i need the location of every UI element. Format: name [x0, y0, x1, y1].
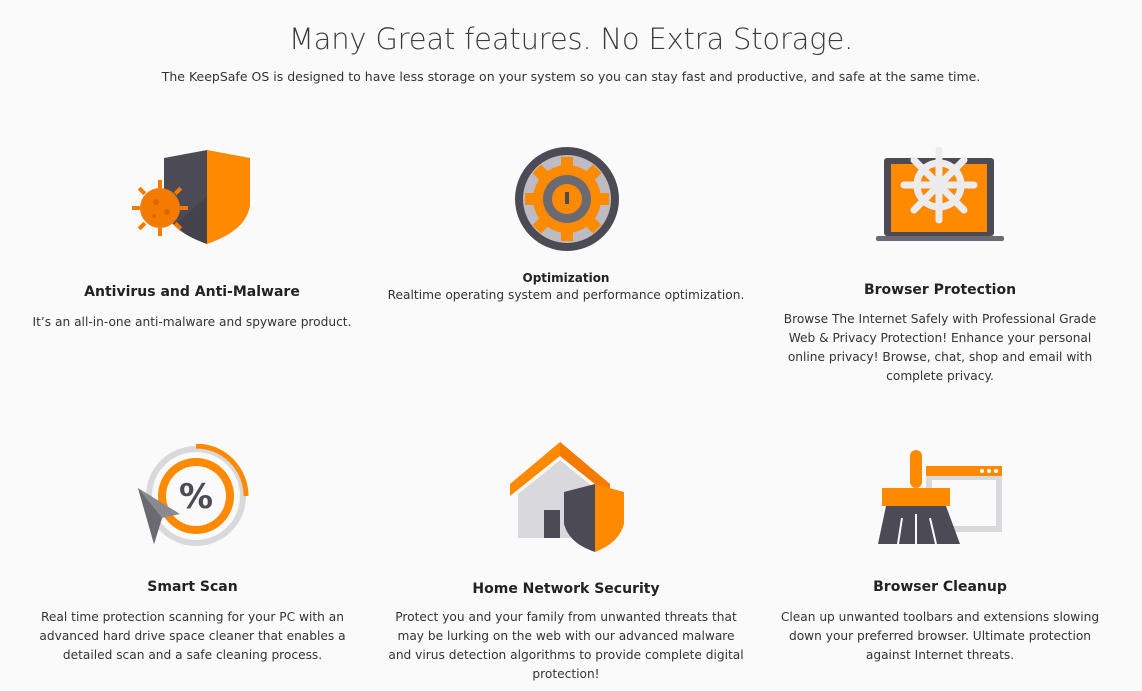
feature-description: Browse The Internet Safely with Professi…	[783, 312, 1097, 383]
feature-title: Smart Scan	[147, 579, 238, 595]
feature-description: Realtime operating system and performanc…	[387, 288, 745, 302]
feature-title: Browser Protection	[863, 282, 1017, 298]
broom-window-icon	[878, 450, 1002, 545]
feature-title: Home Network Security	[472, 581, 660, 597]
feature-antivirus: Antivirus and Anti-Malware It’s an all-i…	[22, 284, 362, 332]
feature-description: Real time protection scanning for your P…	[39, 610, 346, 662]
feature-browser-cleanup: Browser Cleanup Clean up unwanted toolba…	[765, 579, 1115, 665]
feature-smart-scan: Smart Scan Real time protection scanning…	[20, 579, 365, 665]
feature-description: Protect you and your family from unwante…	[388, 610, 744, 681]
feature-browser-protection: Browser Protection Browse The Internet S…	[770, 282, 1110, 386]
svg-text:%: %	[179, 477, 213, 517]
feature-title: Optimization	[522, 271, 610, 285]
laptop-helm-icon	[876, 146, 1004, 241]
page-subtitle: The KeepSafe OS is designed to have less…	[161, 69, 981, 84]
shield-virus-icon	[132, 150, 250, 244]
feature-description: It’s an all-in-one anti-malware and spyw…	[32, 315, 352, 329]
house-shield-icon	[510, 442, 624, 552]
feature-home-network-security: Home Network Security Protect you and yo…	[386, 581, 746, 684]
feature-description: Clean up unwanted toolbars and extension…	[780, 610, 1100, 662]
page-title: Many Great features. No Extra Storage.	[288, 22, 854, 56]
gear-gauge-icon	[515, 147, 619, 251]
feature-title: Browser Cleanup	[873, 579, 1007, 595]
cursor-percent-icon: %	[138, 444, 249, 546]
feature-title: Antivirus and Anti-Malware	[84, 284, 300, 300]
feature-optimization: Optimization Realtime operating system a…	[386, 271, 746, 305]
